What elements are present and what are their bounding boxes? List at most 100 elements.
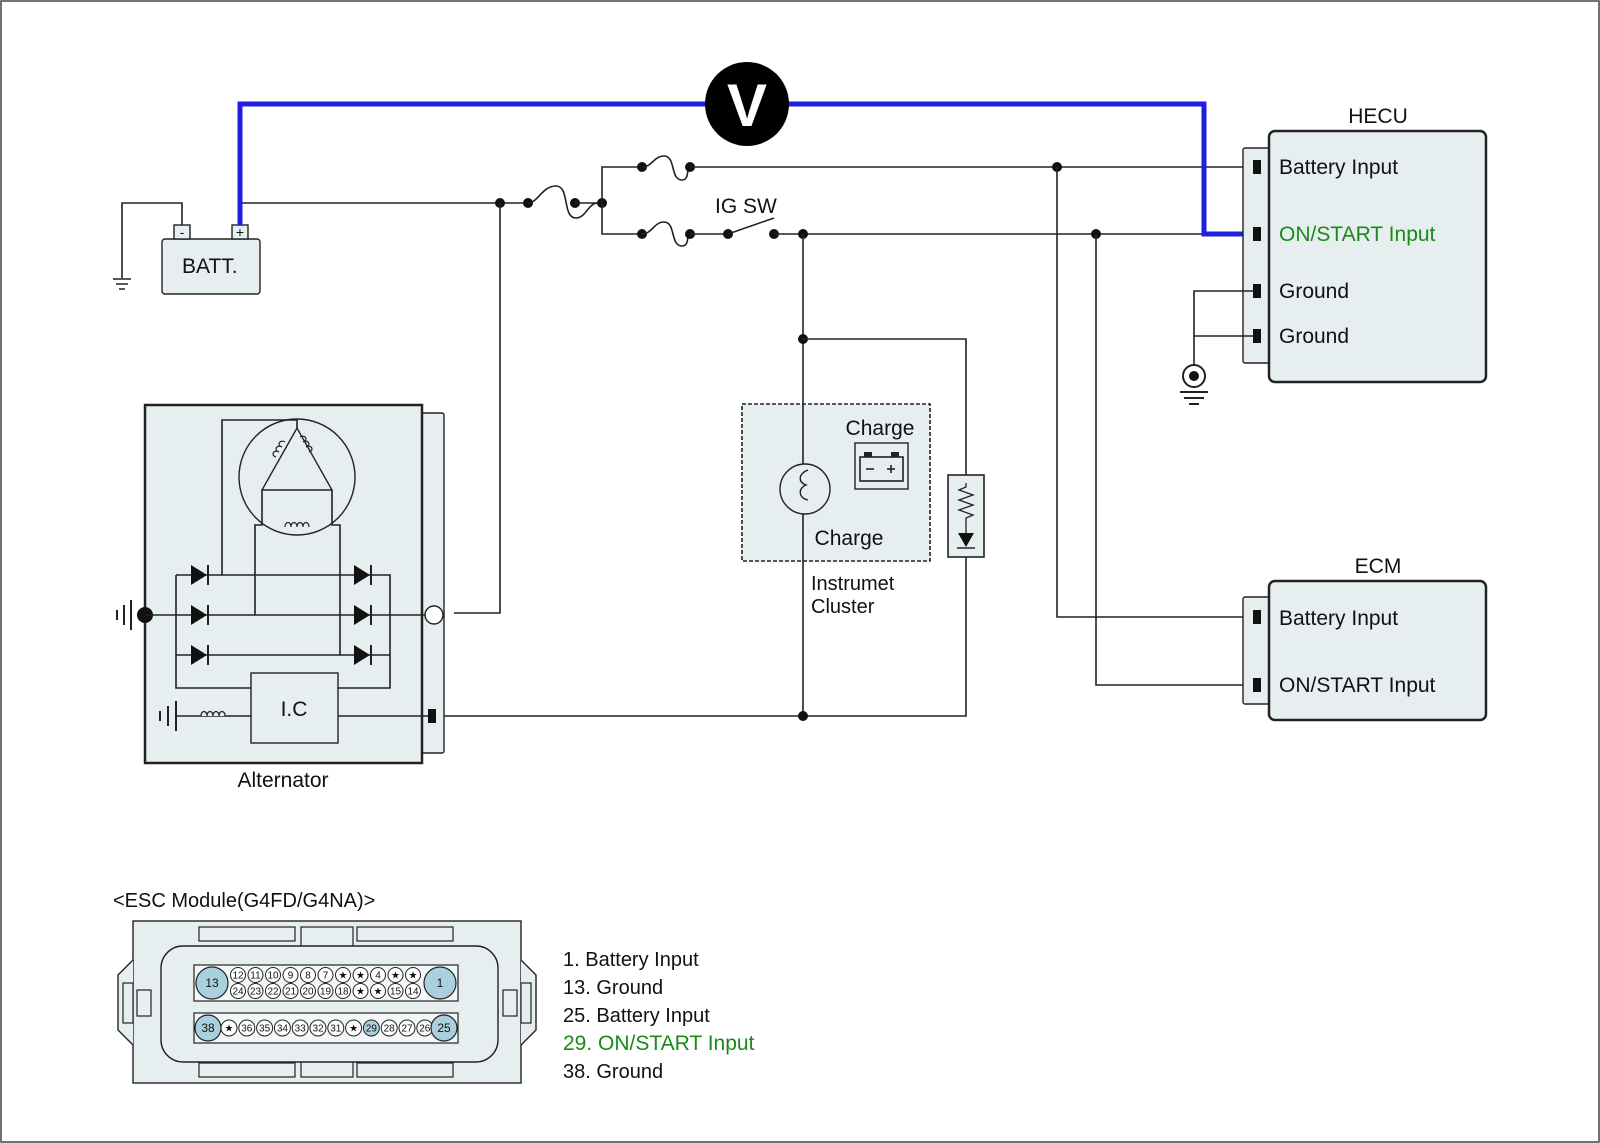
connector-pin-label: 29 [366,1024,378,1035]
connector-pin-label: 23 [250,987,262,998]
ic-box [250,672,339,744]
cluster-name-line1: Instrumet [811,573,895,595]
connector-pin [273,1019,291,1037]
connector-pin [256,1019,274,1037]
pin-legend-item: 1. Battery Input [563,949,699,971]
connector-pin [282,967,299,983]
connector-pin [247,983,264,999]
resistor-icon [957,483,975,522]
connector-pin [345,1019,363,1037]
connector-pin [352,967,369,983]
cluster-name-line2: Cluster [811,596,875,618]
connector-pin [352,983,369,999]
battery-body [161,238,261,295]
connector-pin-label: 34 [277,1024,289,1035]
connector-pin-1-label: 1 [437,976,444,990]
connector-pin [317,983,334,999]
connector-pin-13-label: 13 [205,976,219,990]
connector-pin [282,983,299,999]
battery-warning-icon [854,442,909,490]
connector-pin-label: 8 [305,971,311,982]
connector-pin-label: 11 [250,971,261,982]
connector-title: <ESC Module(G4FD/G4NA)> [113,890,375,912]
voltmeter-symbol: V [727,72,767,139]
rectifier-diode-icons [191,565,372,665]
connector-pin-label: ★ [391,971,400,982]
connector-pin-label: 4 [375,971,381,982]
connector-pin [327,1019,345,1037]
connector-pin-label: 26 [419,1024,431,1035]
field-coil-icon [200,710,226,717]
diode-icon [958,533,974,547]
alternator-label: Alternator [237,769,328,792]
connector-pin [300,967,316,983]
connector-pin-label: 19 [320,987,332,998]
connector-pin-label: 15 [390,987,402,998]
hecu-pin-on-start-input: ON/START Input [1279,223,1436,246]
hecu-module: HECU Battery Input ON/START Input Ground… [1180,105,1488,405]
connector-pin-label: 35 [259,1024,271,1035]
connector-pin-label: 27 [401,1024,413,1035]
connector-pin-label: 31 [330,1024,342,1035]
connector-pin [335,967,351,983]
connector-pin-25 [430,1014,458,1042]
connector-pin [387,967,404,983]
connector-pin [335,983,351,999]
chassis-ground-icon [1180,364,1208,405]
pin-legend-item: 38. Ground [563,1061,663,1083]
connector-pin-label: 7 [323,971,329,982]
alternator-ground-icon [116,600,132,630]
voltmeter-icon [705,62,789,146]
connector-pin-label: 18 [337,987,349,998]
connector-pin-13 [195,966,229,1000]
hecu-pin-battery-input: Battery Input [1279,156,1398,179]
connector-pin [387,983,404,999]
connector-pin-label: 20 [302,987,314,998]
ic-ground-icon [159,701,177,731]
connector-pin-label: 9 [288,971,294,982]
connector-pin [309,1019,327,1037]
main-fuse-icon [527,185,599,219]
connector-pin [230,983,246,999]
voltmeter-probe-wire: V [237,62,1257,237]
connector-pin-label: 28 [384,1024,396,1035]
ecm-pin-on-start-input: ON/START Input [1279,674,1436,697]
lower-fuse-icon [641,221,691,247]
cluster-warning-label: Charge [846,417,915,440]
ig-switch-contact [727,217,775,235]
connector-pin-label: 24 [232,987,244,998]
connector-pin-label: ★ [356,987,365,998]
cluster-lamp-label: Charge [815,527,884,550]
connector-pin-25-label: 25 [437,1021,451,1035]
connector-pin [405,967,421,983]
alternator: I.C Alternator [116,403,445,792]
battery-ground-icon [113,278,131,290]
connector-pin [238,1019,256,1037]
connector-pin-label: 33 [295,1024,307,1035]
connector-pin-label: ★ [356,971,365,982]
battery: - + BATT. [113,202,261,295]
ecm-title: ECM [1355,555,1402,578]
connector-pin [265,967,281,983]
connector-pin-label: 12 [232,971,244,982]
connector-pin-label: ★ [409,971,418,982]
connector-pin [230,967,246,983]
instrument-cluster: Charge Charge Instrumet Cluster [741,403,931,618]
connector-pin-38-label: 38 [201,1021,215,1035]
pin-legend-item: 25. Battery Input [563,1005,710,1027]
ecm-pin-battery-input: Battery Input [1279,607,1398,630]
battery-pos-sign: + [236,224,244,240]
ecm-box [1267,579,1488,722]
pin-legend-item: 29. ON/START Input [563,1032,755,1055]
connector-pin-label: 14 [407,987,419,998]
connector-pin [370,983,386,999]
connector-pin [247,967,264,983]
hecu-box [1267,129,1488,384]
connector-pin-label: 10 [267,971,279,982]
connector-pin [362,1019,380,1037]
